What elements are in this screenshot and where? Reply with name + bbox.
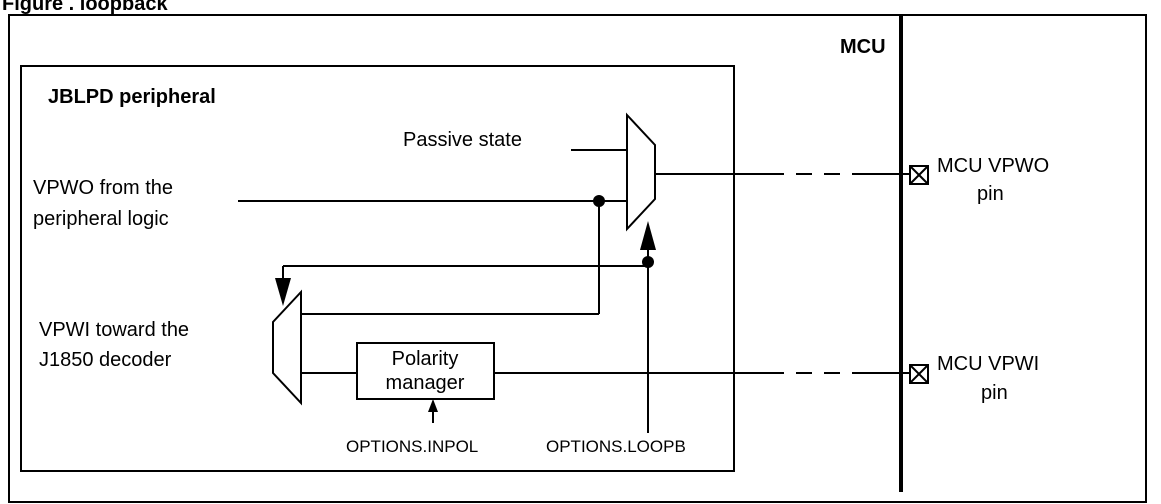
- vpwi-pin-cross-b: [909, 364, 929, 384]
- vpwo-pin-symbol: [909, 165, 929, 185]
- peripheral-box: [20, 65, 735, 472]
- figure-caption: Figure . loopback: [2, 0, 168, 15]
- peripheral-title: JBLPD peripheral: [48, 86, 216, 108]
- output-mux: [626, 112, 656, 232]
- vpwi-dest-label-1: VPWI toward the: [39, 319, 189, 341]
- passive-state-label: Passive state: [403, 129, 522, 151]
- vpwo-pin-cross-b: [909, 165, 929, 185]
- mcu-label: MCU: [840, 36, 886, 58]
- vpwo-source-label-2: peripheral logic: [33, 208, 169, 230]
- input-mux: [272, 289, 302, 406]
- vpwi-dest-label-2: J1850 decoder: [39, 349, 172, 371]
- vpwo-pin-label-2: pin: [977, 183, 1004, 205]
- inpol-label: OPTIONS.INPOL: [346, 437, 478, 456]
- vpwi-pin-label-2: pin: [981, 382, 1008, 404]
- vpwi-pin-symbol: [909, 364, 929, 384]
- vpwo-source-label-1: VPWO from the: [33, 177, 173, 199]
- loopb-label: OPTIONS.LOOPB: [546, 437, 686, 456]
- polarity-manager-box: [356, 342, 495, 400]
- polarity-label-1: Polarity: [392, 348, 459, 370]
- input-mux-select-arrow: [275, 278, 291, 306]
- vpwi-pin-label-1: MCU VPWI: [937, 353, 1039, 375]
- polarity-label-2: manager: [386, 372, 465, 394]
- outer-frame: [8, 14, 1147, 503]
- vpwo-pin-label-1: MCU VPWO: [937, 155, 1049, 177]
- loopb-arrow: [640, 221, 656, 250]
- inpol-arrow: [428, 399, 438, 412]
